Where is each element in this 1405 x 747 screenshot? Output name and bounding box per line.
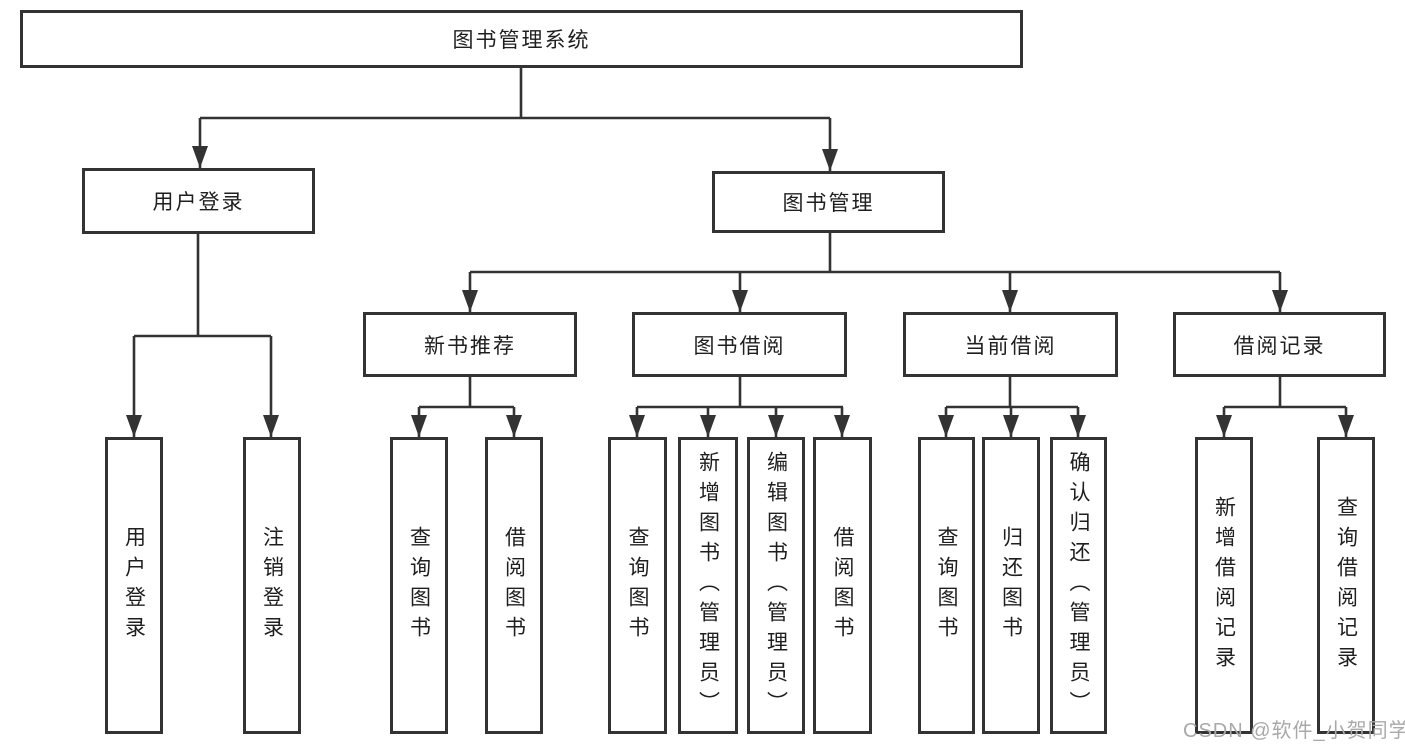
leaf-add-borrow-record: 新增借阅记录 (1195, 437, 1253, 734)
leaf-query-books-3: 查询图书 (918, 437, 975, 734)
node-borrowing-records: 借阅记录 (1173, 312, 1386, 377)
leaf-borrow-books-2: 借阅图书 (813, 437, 872, 734)
leaf-return-books: 归还图书 (982, 437, 1040, 734)
leaf-user-login: 用户登录 (105, 437, 163, 734)
leaf-query-books-2: 查询图书 (608, 437, 667, 734)
node-book-borrowing: 图书借阅 (632, 312, 847, 377)
leaf-add-books-admin: 新增图书（管理员） (678, 437, 738, 734)
leaf-confirm-return-admin: 确认归还（管理员） (1050, 437, 1107, 734)
node-current-borrowing: 当前借阅 (903, 312, 1118, 377)
leaf-edit-books-admin: 编辑图书（管理员） (747, 437, 805, 734)
node-book-management: 图书管理 (712, 171, 945, 233)
watermark: CSDN @软件_小贺同学 (1183, 720, 1405, 742)
leaf-query-borrow-record: 查询借阅记录 (1317, 437, 1375, 734)
node-new-book-recommend: 新书推荐 (363, 312, 577, 377)
node-user-login: 用户登录 (82, 168, 315, 234)
node-library-management-system: 图书管理系统 (20, 10, 1023, 68)
leaf-logout: 注销登录 (243, 437, 301, 734)
leaf-borrow-books: 借阅图书 (485, 437, 543, 734)
leaf-query-books: 查询图书 (390, 437, 448, 734)
